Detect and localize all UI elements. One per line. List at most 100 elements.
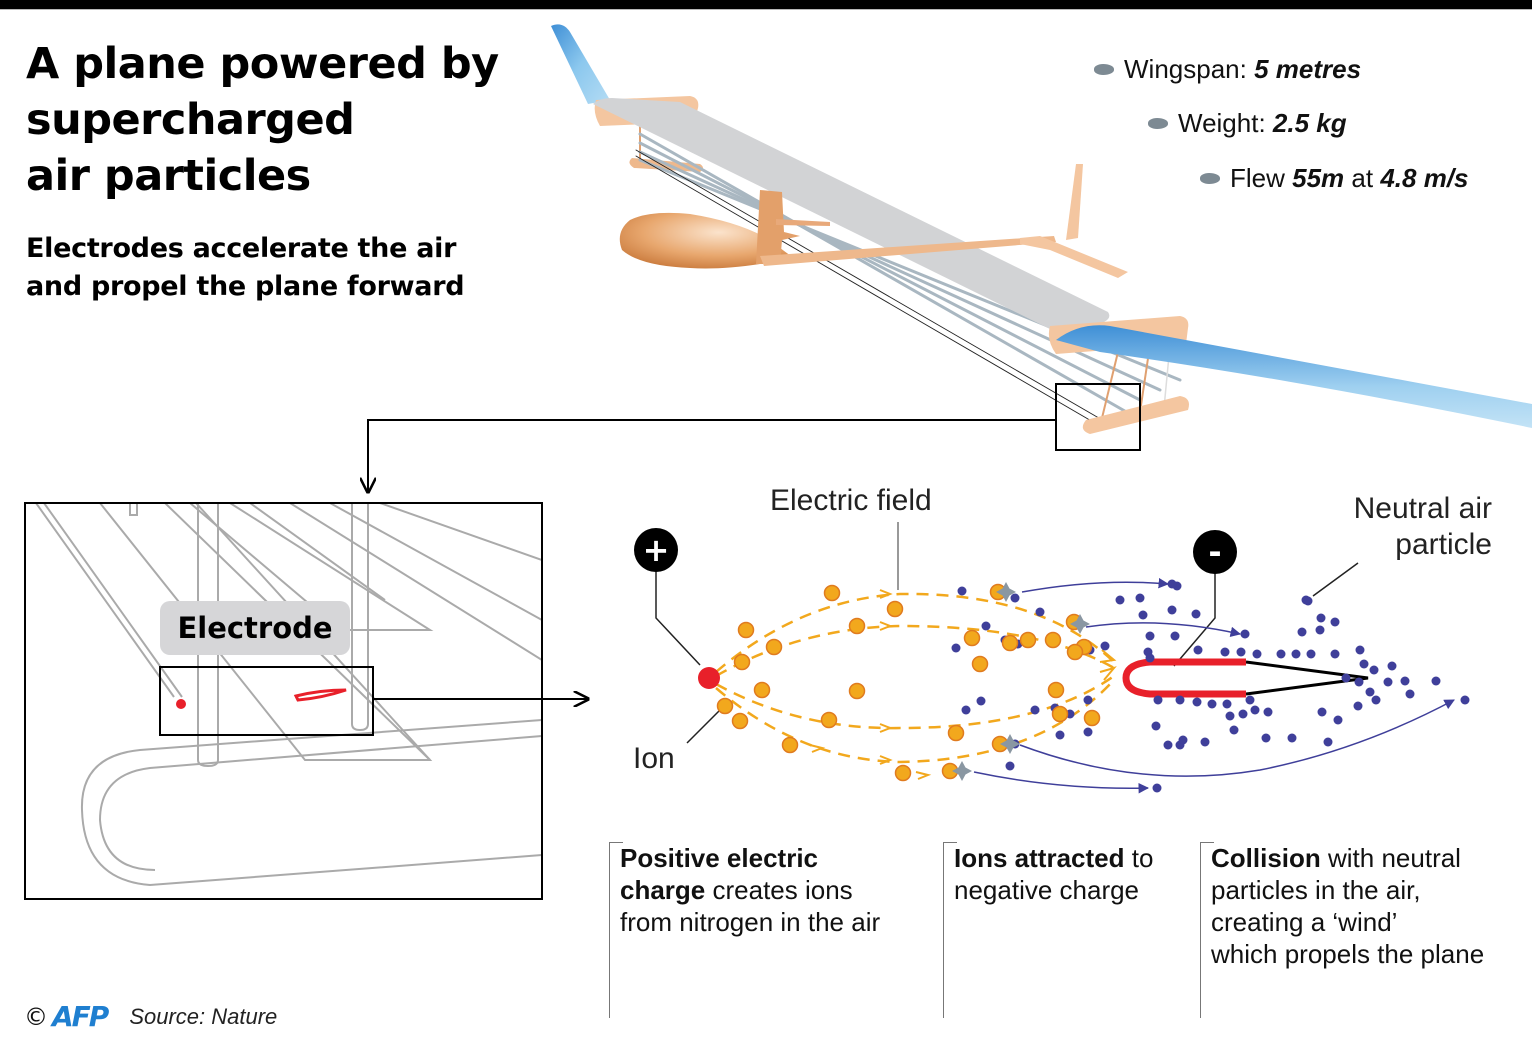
- neutral-particle: [1330, 617, 1340, 627]
- neutral-particle: [1055, 730, 1065, 740]
- neutral-particle: [1163, 740, 1173, 750]
- neutral-particle: [1207, 699, 1217, 709]
- neutral-particle: [957, 586, 967, 596]
- negative-electrode-head: [1122, 658, 1246, 698]
- neutral-particle: [1301, 595, 1311, 605]
- neutral-particle: [1010, 593, 1020, 603]
- neutral-particle: [951, 643, 961, 653]
- plus-leader: [655, 568, 701, 666]
- fact-label: Wingspan:: [1124, 54, 1247, 84]
- neutral-particle: [1238, 709, 1248, 719]
- ion-particle: [848, 682, 866, 700]
- copyright-symbol: ©: [24, 1002, 48, 1031]
- neutral-particle: [1333, 715, 1343, 725]
- collision-spark-icon: [952, 761, 972, 781]
- neutral-particle: [1252, 649, 1262, 659]
- ion-particle: [731, 712, 749, 730]
- neutral-particle: [1167, 579, 1177, 589]
- field-lines: [715, 592, 1115, 764]
- neutral-particle: [1387, 661, 1397, 671]
- detail-frame: [24, 502, 543, 900]
- neutral-particle: [1083, 695, 1093, 705]
- ion-particle: [1047, 681, 1065, 699]
- tail-fin: [1066, 164, 1083, 240]
- electrode-wires: [635, 132, 1182, 427]
- ion-particle: [1083, 709, 1101, 727]
- ion-particle: [947, 724, 965, 742]
- tail-plane: [1020, 236, 1128, 278]
- ion-particle: [823, 584, 841, 602]
- neutral-particle: [1138, 610, 1148, 620]
- ion-particle: [848, 617, 866, 635]
- neutral-particle: [1261, 733, 1271, 743]
- ion-leader: [686, 709, 721, 744]
- neutral-particle: [1153, 695, 1163, 705]
- ion-particle: [886, 600, 904, 618]
- afp-logo: AFP: [52, 1000, 109, 1033]
- neutral-particle: [1306, 649, 1316, 659]
- neutral-particle: [1005, 761, 1015, 771]
- negative-electrode-tail: [1245, 660, 1369, 696]
- ion-particle: [737, 621, 755, 639]
- neutral-particle: [1222, 699, 1232, 709]
- ion-particle: [1019, 631, 1037, 649]
- pylon: [756, 190, 800, 264]
- neutral-particle: [1317, 707, 1327, 717]
- neutral-particle: [981, 621, 991, 631]
- step-positive-charge: Positive electric charge creates ions fr…: [608, 842, 940, 1018]
- fact-weight: Weight: 2.5 kg: [1148, 108, 1347, 139]
- plane-zoom-box: [1055, 383, 1141, 451]
- title-line: A plane powered by: [26, 39, 499, 89]
- neutral-particle: [1152, 783, 1162, 793]
- neutral-particle: [1460, 695, 1470, 705]
- title-line: supercharged: [26, 95, 355, 145]
- ion-particle: [1044, 631, 1062, 649]
- source-credit: Source: Nature: [129, 1003, 278, 1029]
- neutral-label-line1: Neutral air: [1354, 492, 1492, 525]
- positive-charge-icon: +: [634, 528, 678, 572]
- neutral-particle: [1365, 687, 1375, 697]
- fact-label: at: [1351, 163, 1374, 193]
- fact-label: Weight:: [1178, 108, 1266, 138]
- ion-particle: [716, 697, 734, 715]
- step-text: creates ions: [705, 875, 853, 905]
- plus-symbol: +: [642, 531, 670, 569]
- bullet-icon: [1148, 118, 1168, 129]
- right-lower-rail: [1082, 396, 1189, 434]
- neutral-particle: [1083, 727, 1093, 737]
- neutral-particle: [1383, 677, 1393, 687]
- electrode-detail: [24, 502, 588, 900]
- neutral-particle: [1291, 649, 1301, 659]
- neutral-particle: [1035, 607, 1045, 617]
- collision-spark-icon: [1000, 734, 1020, 754]
- left-wing-tip: [551, 24, 610, 104]
- ion-particle: [971, 655, 989, 673]
- neutral-particle: [1297, 627, 1307, 637]
- footer: © AFP Source: Nature: [24, 1000, 277, 1033]
- neutral-particle: [1151, 721, 1161, 731]
- electrode-highlight-box: [159, 666, 374, 736]
- step-text: creating a ‘wind’: [1211, 907, 1398, 937]
- neutral-particle: [1405, 689, 1415, 699]
- subtitle: Electrodes accelerate the air and propel…: [26, 230, 546, 306]
- neutral-particle: [1191, 609, 1201, 619]
- fact-value: 5 metres: [1254, 54, 1362, 84]
- ion-diagram: Electric field Ion Neutral air particle: [633, 484, 1492, 794]
- neutral-particle: [1115, 595, 1125, 605]
- neutral-particle: [1355, 645, 1365, 655]
- neutral-particles: [951, 579, 1470, 793]
- neutral-particle: [1175, 695, 1185, 705]
- top-rule: [0, 0, 1532, 10]
- electrode-label: Electrode: [160, 601, 350, 655]
- main-wing: [593, 98, 1110, 330]
- neutral-particle: [1220, 647, 1230, 657]
- bullet-icon: [1200, 173, 1220, 184]
- ion-particle: [963, 629, 981, 647]
- ion-particle: [753, 681, 771, 699]
- collision-spark-icon: [1070, 614, 1090, 634]
- fact-wingspan: Wingspan: 5 metres: [1094, 54, 1361, 85]
- step-text: negative charge: [954, 875, 1140, 905]
- ion-label: Ion: [633, 742, 675, 775]
- ion-particle: [733, 653, 751, 671]
- positive-wire-dot: [176, 699, 186, 709]
